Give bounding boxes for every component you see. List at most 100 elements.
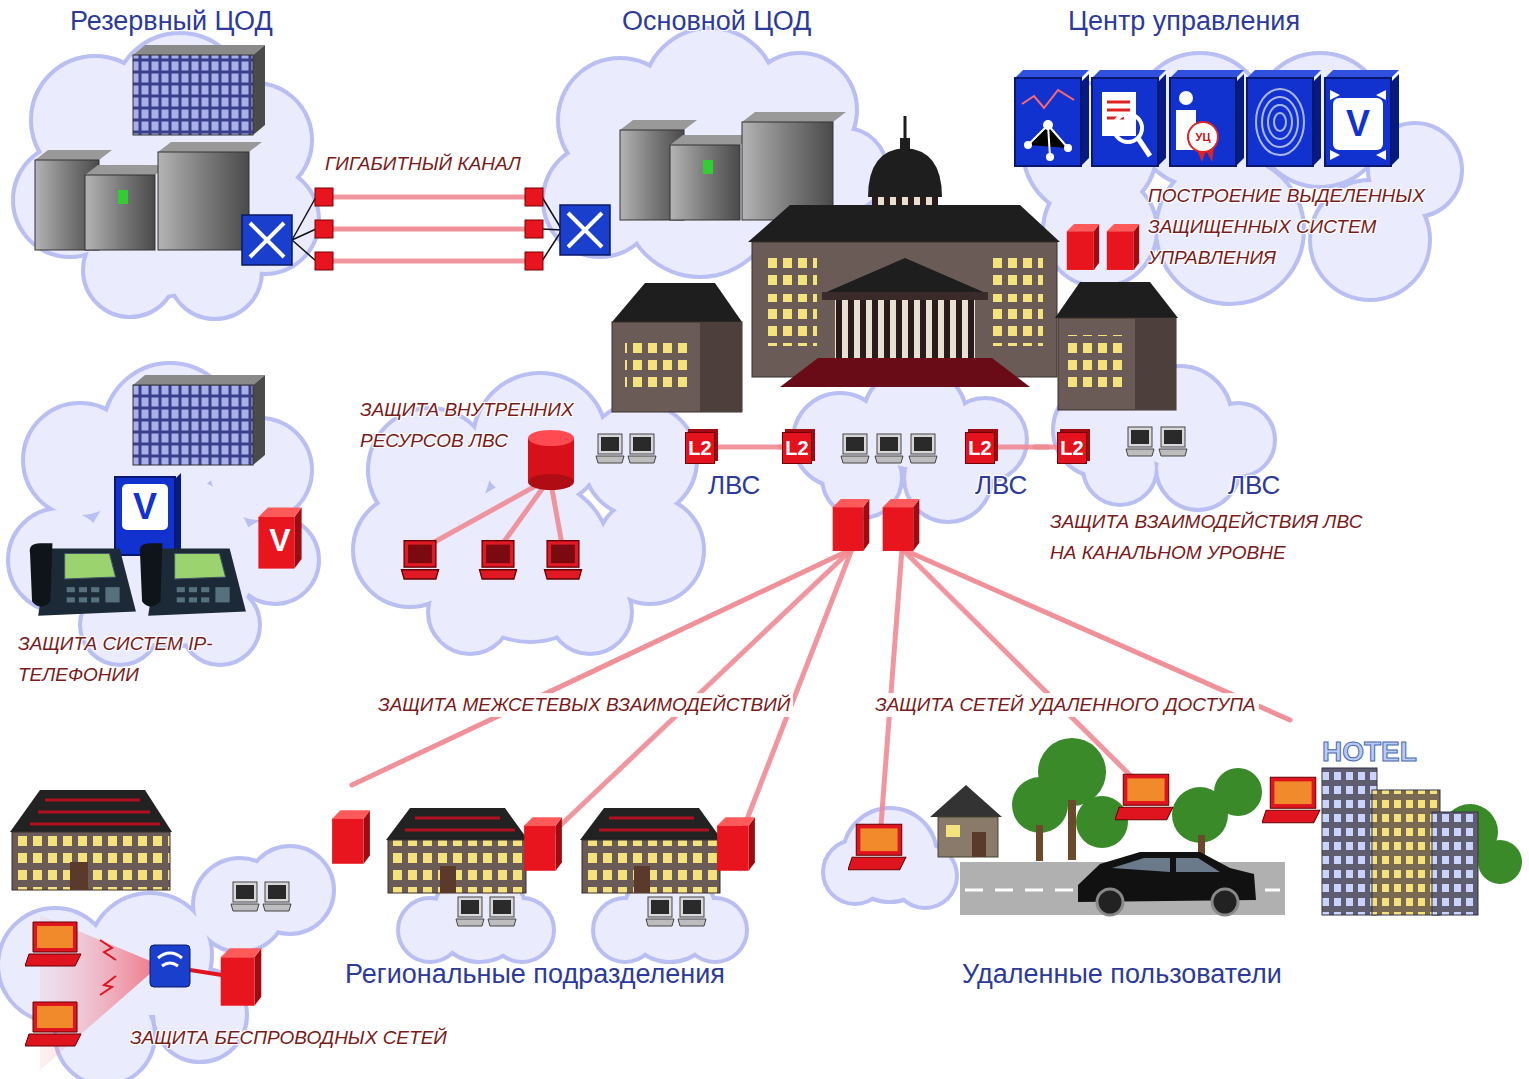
security-icon: [1325, 70, 1399, 78]
remote-scene: [930, 785, 1002, 817]
firewall-device: [1067, 224, 1099, 270]
security-icon: [122, 484, 168, 530]
remote-scene: [1478, 840, 1522, 884]
icon-letter: УЦ: [1189, 129, 1217, 145]
cloud: [355, 375, 702, 652]
network-zone: Региональные подразделенияЗАЩИТА БЕСПРОВ…: [5, 785, 795, 1075]
network-switch: [542, 229, 562, 230]
protection-note: ПОСТРОЕНИЕ ВЫДЕЛЕННЫХ ЗАЩИЩЕННЫХ СИСТЕМ …: [1148, 180, 1448, 273]
firewall-device: [315, 220, 333, 238]
remote-scene: [946, 825, 960, 837]
ip-phone: [140, 543, 246, 615]
remote-laptop: [1115, 774, 1173, 819]
cloud: [825, 810, 955, 906]
network-zone: Резервный ЦОД: [15, 0, 320, 320]
network-switch: [560, 205, 610, 255]
wireless-network: [100, 940, 116, 995]
factory-building: [634, 866, 650, 893]
server-rack: [670, 145, 740, 220]
network-switch: [292, 229, 316, 240]
government-building: [762, 252, 817, 286]
government-building: [748, 205, 1060, 242]
security-icon: [1114, 114, 1142, 142]
security-icon: [115, 70, 1399, 555]
workstation: [909, 434, 937, 463]
workstation: [1159, 427, 1187, 456]
government-building: [868, 148, 942, 197]
firewall-device: [524, 817, 562, 871]
government-building: [1068, 335, 1128, 393]
government-building: [1055, 282, 1178, 318]
firewall-device: [315, 252, 333, 270]
wireless-network: [25, 1002, 81, 1046]
remote-laptop: [848, 774, 1320, 869]
workstation: [678, 897, 706, 926]
security-icon: [115, 477, 175, 555]
cloud: [0, 30, 1460, 1079]
network-zone: Удаленные пользователи: [830, 720, 1525, 1000]
server-rack: [85, 175, 155, 250]
workstation: [841, 434, 869, 463]
government-building: [1058, 318, 1176, 410]
network-switch: [542, 197, 562, 230]
cloud: [355, 375, 702, 652]
server-rack: [742, 112, 846, 122]
workstation: [263, 882, 291, 911]
l2-badge: L2: [782, 432, 812, 464]
factory-building: [30, 800, 160, 824]
icon-letter: V: [1338, 103, 1378, 145]
remote-scene: [1038, 738, 1106, 806]
firewall-device: [525, 252, 543, 270]
network-switch: [242, 215, 292, 265]
factory-building: [12, 832, 170, 890]
sign-text: HOTEL: [1322, 736, 1417, 768]
government-building: [988, 294, 1043, 346]
storage-box: [253, 45, 265, 135]
lan-title: ЛВС: [975, 470, 1027, 500]
server-rack: [620, 120, 697, 130]
remote-scene: [1036, 825, 1043, 861]
cloud: [10, 365, 317, 663]
security-icon: [1256, 89, 1304, 155]
factory-building: [386, 808, 528, 840]
network-zone: Центр управленияПОСТРОЕНИЕ ВЫДЕЛЕННЫХ ЗА…: [1010, 0, 1465, 300]
security-icon: [1236, 74, 1244, 166]
security-icon: [1170, 78, 1236, 166]
network-link: [320, 227, 540, 232]
protection-note: ЗАЩИТА ВНУТРЕННИХ РЕСУРСОВ ЛВС: [360, 394, 600, 456]
remote-scene: [1212, 889, 1238, 915]
firewall-device: [221, 948, 262, 1005]
wireless-network: [158, 953, 182, 966]
gigabit-line: [333, 259, 525, 264]
protected-resources: [479, 541, 516, 579]
workstation: [488, 897, 516, 926]
storage-box: [133, 45, 265, 55]
remote-laptop: [1262, 777, 1320, 822]
network-switch: [242, 197, 610, 265]
firewall-device: [332, 810, 370, 864]
firewall-device: [1107, 224, 1139, 270]
link-line: [545, 447, 1145, 845]
edge-label: ЗАЩИТА МЕЖСЕТЕВЫХ ВЗАИМОДЕЙСТВИЙ: [375, 693, 793, 717]
storage-box: [253, 375, 265, 465]
firewall-device: [258, 507, 301, 568]
security-icon: [1092, 70, 1166, 78]
server-rack: [703, 160, 713, 174]
security-icon: [1024, 141, 1032, 149]
government-building: [612, 322, 742, 412]
remote-laptop: [848, 824, 906, 869]
firewall-device: [315, 188, 333, 206]
server-rack: [670, 135, 753, 145]
security-icon: [1333, 98, 1383, 150]
factory-building: [440, 866, 456, 893]
security-icon: [1313, 74, 1321, 166]
network-zone: ЛВС: [800, 380, 1035, 549]
protected-resources: [528, 430, 574, 446]
remote-scene: [938, 817, 998, 857]
zone-title: Удаленные пользователи: [962, 958, 1282, 990]
government-building: [1135, 318, 1176, 410]
factory-building: [10, 790, 722, 893]
security-icon: [1256, 89, 1304, 155]
